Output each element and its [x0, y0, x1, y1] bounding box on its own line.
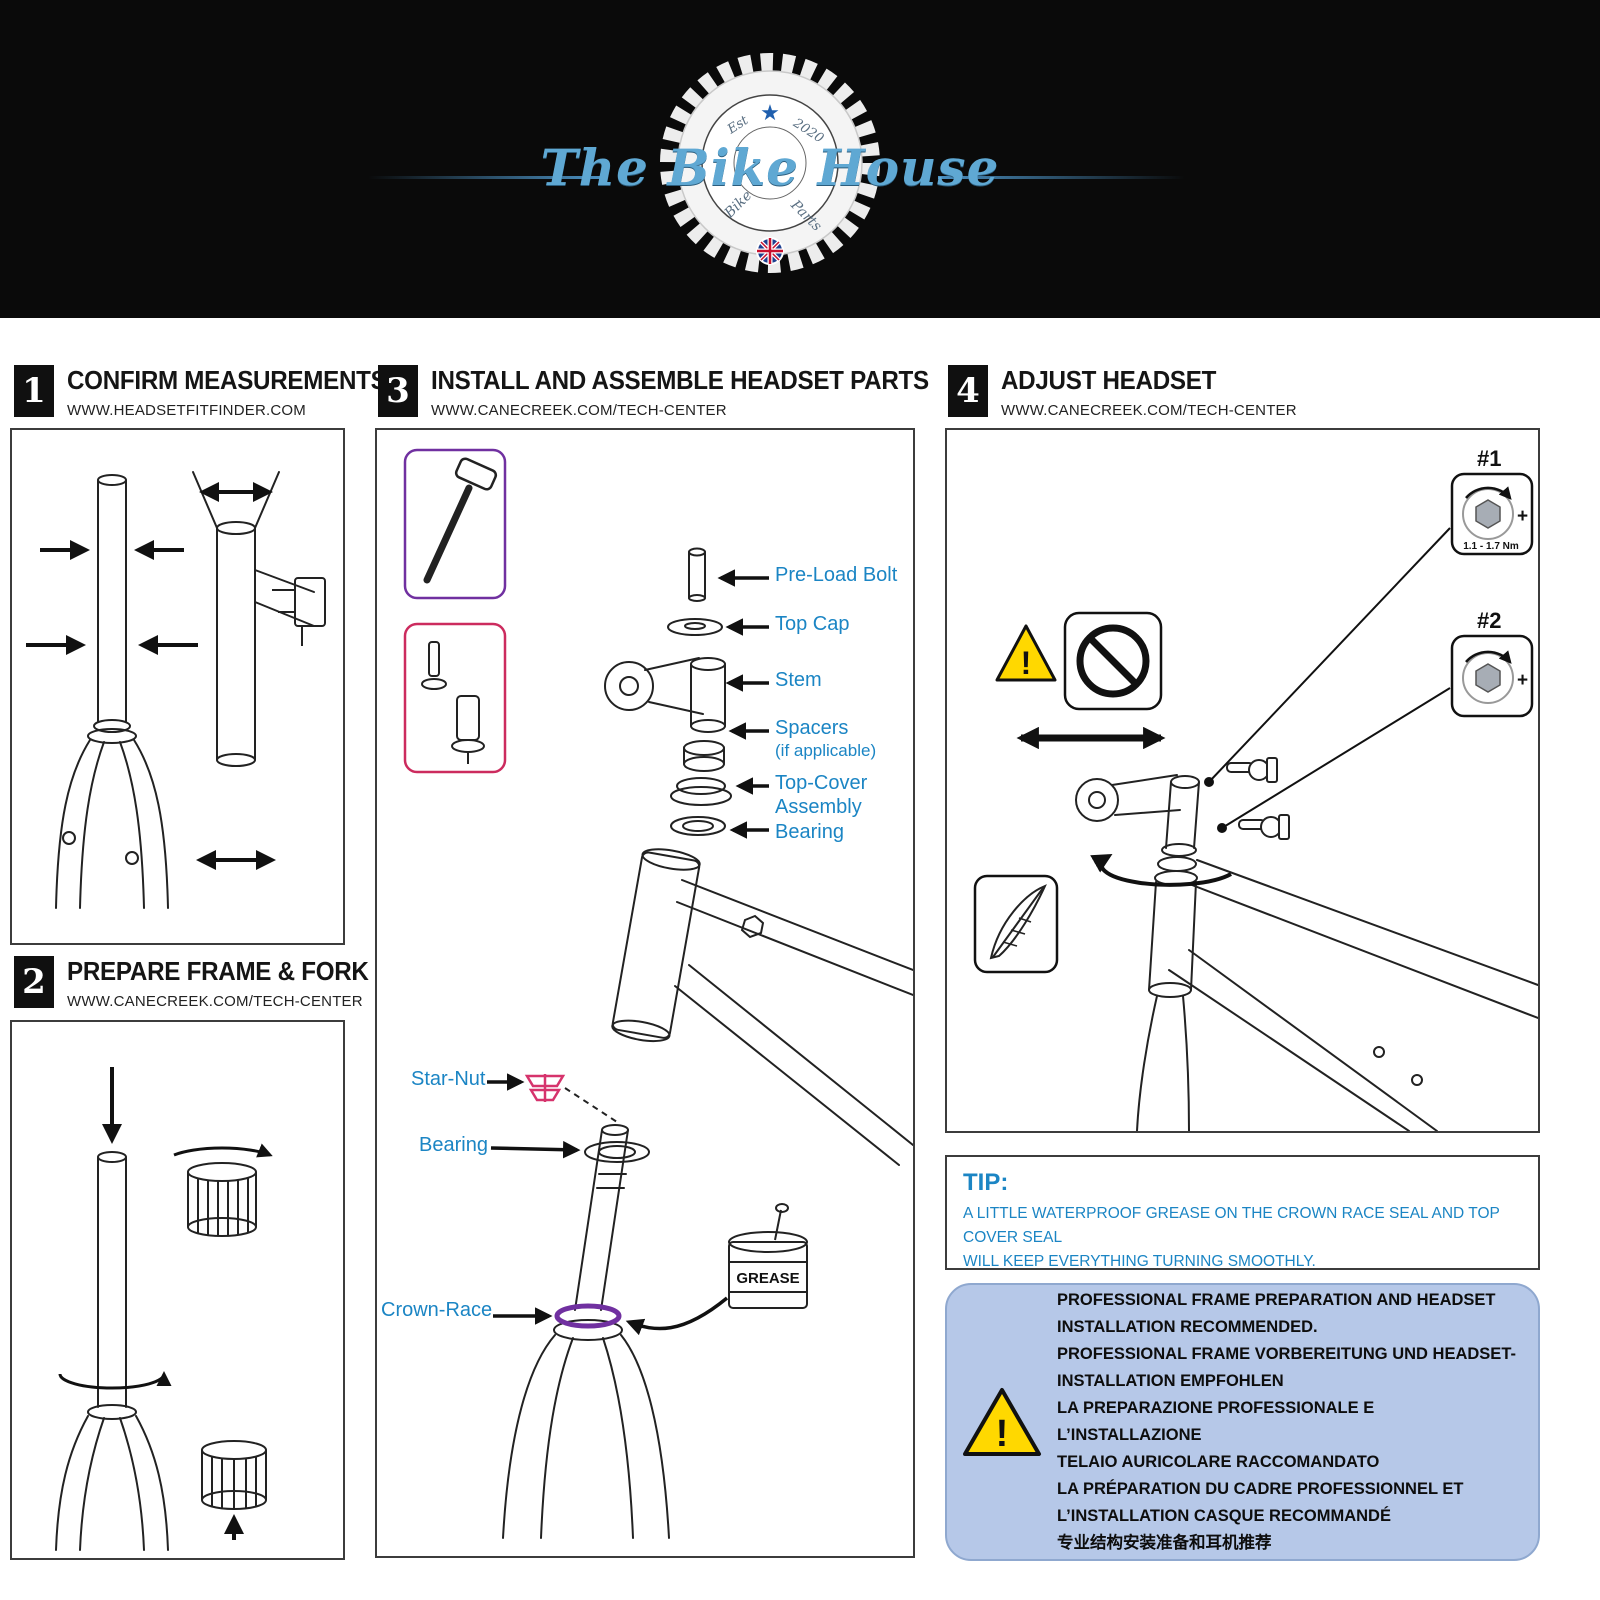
step1-header: 1 CONFIRM MEASUREMENTS WWW.HEADSETFITFIN…: [14, 365, 411, 419]
label-stem: Stem: [775, 669, 822, 691]
tool2-label: #2: [1477, 608, 1501, 633]
rotation-arrow: [1090, 854, 1232, 887]
label-spacers: Spacers: [775, 717, 849, 739]
svg-text:+: +: [1517, 670, 1528, 691]
crown-race-part: [554, 1303, 622, 1329]
tip-title: TIP:: [963, 1169, 1009, 1196]
brand-title: The Bike House: [540, 138, 1000, 197]
rotation-arrow: [173, 1143, 273, 1158]
grease-can-icon: [728, 1203, 808, 1309]
step4-number: 4: [948, 365, 988, 417]
banner: ★ Est 2020 Bike Parts The Bike House: [0, 0, 1600, 318]
label-crown-race: Crown-Race: [381, 1299, 493, 1321]
svg-text:+: +: [1517, 506, 1528, 527]
gear-logo-icon: ★ Est 2020 Bike Parts: [660, 53, 880, 273]
notice-line: TELAIO AURICOLARE RACCOMANDATO: [1057, 1453, 1380, 1471]
hex-tool-2-icon: +: [1450, 634, 1534, 718]
star-nut-tool-icon: [421, 641, 485, 764]
step1-url: WWW.HEADSETFITFINDER.COM: [67, 402, 306, 419]
notice-line: LA PRÉPARATION DU CADRE PROFESSIONNEL ET: [1057, 1480, 1464, 1498]
label-star-nut: Star-Nut: [411, 1068, 486, 1090]
label-top-cover-1: Top-Cover: [775, 772, 868, 794]
step3-url: WWW.CANECREEK.COM/TECH-CENTER: [431, 402, 727, 419]
caliper-icon: [272, 577, 326, 646]
notice-line: LA PREPARAZIONE PROFESSIONALE E L’INSTAL…: [1057, 1399, 1375, 1444]
step1-number: 1: [14, 365, 54, 417]
measurement-arrows: [26, 482, 276, 870]
step2-title: PREPARE FRAME & FORK: [67, 956, 369, 986]
step3-panel: GREASE Pre-Load Bolt Top Cap Stem Spacer…: [375, 428, 915, 1558]
step1-panel: [10, 428, 345, 945]
pointing-hand-icon: [1226, 757, 1278, 783]
tool1-torque: 1.1 - 1.7 Nm: [1463, 541, 1519, 552]
step1-title: CONFIRM MEASUREMENTS: [67, 365, 387, 395]
label-bearing-upper: Bearing: [775, 821, 844, 843]
step2-number: 2: [14, 956, 54, 1008]
step4-url: WWW.CANECREEK.COM/TECH-CENTER: [1001, 402, 1297, 419]
notice-line: 专业结构安装准备和耳机推荐: [1057, 1534, 1272, 1552]
grease-arrow: [625, 1296, 729, 1336]
professional-notice: ! PROFESSIONAL FRAME PREPARATION AND HEA…: [945, 1283, 1540, 1561]
star-nut-tool-box: [403, 622, 507, 774]
grease-can-label: GREASE: [736, 1270, 799, 1287]
tool1-label: #1: [1477, 446, 1501, 471]
step4-header: 4 ADJUST HEADSET WWW.CANECREEK.COM/TECH-…: [948, 365, 1297, 419]
step3-header: 3 INSTALL AND ASSEMBLE HEADSET PARTS WWW…: [378, 365, 966, 419]
fork-steerer-drawing: [55, 474, 169, 909]
notice-text: PROFESSIONAL FRAME PREPARATION AND HEADS…: [1057, 1287, 1520, 1557]
crown-race-setter-icon: [187, 1162, 257, 1237]
label-top-cap: Top Cap: [775, 613, 850, 635]
star-icon: ★: [760, 100, 780, 125]
step3-diagram: GREASE: [403, 448, 913, 1539]
step2-diagram: [55, 1067, 273, 1551]
crown-race-tool-icon: [201, 1440, 267, 1510]
hex-tool-1-icon: + 1.1 - 1.7 Nm: [1450, 472, 1534, 556]
svg-text:!: !: [1021, 645, 1032, 681]
fork-drawing: [55, 1151, 169, 1551]
banner-line-left: [368, 176, 600, 179]
step2-url: WWW.CANECREEK.COM/TECH-CENTER: [67, 993, 363, 1010]
uk-flag-icon: [756, 237, 784, 265]
exploded-parts-drawing: [604, 547, 732, 836]
step2-header: 2 PREPARE FRAME & FORK WWW.CANECREEK.COM…: [14, 956, 391, 1010]
svg-text:!: !: [996, 1413, 1009, 1455]
step2-panel: [10, 1020, 345, 1560]
notice-line: L’INSTALLATION CASQUE RECOMMANDÉ: [1057, 1507, 1391, 1525]
warning-triangle-icon: !: [995, 624, 1057, 682]
step3-number: 3: [378, 365, 418, 417]
tip-text-line2: WILL KEEP EVERYTHING TURNING SMOOTHLY.: [963, 1253, 1316, 1271]
label-top-cover-2: Assembly: [775, 796, 862, 818]
star-nut-part: [524, 1074, 566, 1102]
rotation-arrow: [58, 1371, 172, 1390]
frame-drawing: [611, 848, 913, 1166]
notice-line: INSTALLATION EMPFOHLEN: [1057, 1372, 1284, 1390]
notice-line: PROFESSIONAL FRAME PREPARATION AND HEADS…: [1057, 1291, 1496, 1309]
feather-icon: [973, 874, 1059, 974]
step1-diagram: [26, 471, 326, 909]
hammer-tool-icon: [423, 457, 498, 584]
label-arrows: [487, 569, 769, 1325]
pointing-hand-icon: [1238, 814, 1290, 840]
warning-triangle-icon: !: [963, 1388, 1041, 1456]
banner-line-right: [938, 176, 1185, 179]
label-spacers-note: (if applicable): [775, 741, 877, 760]
tip-box: TIP: A LITTLE WATERPROOF GREASE ON THE C…: [945, 1155, 1540, 1270]
notice-line: PROFESSIONAL FRAME VORBEREITUNG UND HEAD…: [1057, 1345, 1516, 1363]
tip-text-line1: A LITTLE WATERPROOF GREASE ON THE CROWN …: [963, 1205, 1500, 1247]
step4-title: ADJUST HEADSET: [1001, 365, 1217, 395]
tool-connector-lines: [1204, 527, 1451, 833]
hammer-tool-box: [403, 448, 507, 600]
fork-steerer-drawing: [502, 1124, 670, 1539]
star-nut-guide-line: [564, 1087, 618, 1123]
step4-diagram: ! #1 + 1.1 - 1.7 Nm #2: [973, 446, 1538, 1131]
step4-panel: ! #1 + 1.1 - 1.7 Nm #2: [945, 428, 1540, 1133]
headset-assembly-drawing: [1075, 774, 1538, 1131]
press-arrows: [102, 1067, 244, 1540]
label-bearing-lower: Bearing: [419, 1134, 488, 1156]
step3-title: INSTALL AND ASSEMBLE HEADSET PARTS: [431, 365, 929, 395]
label-pre-load-bolt: Pre-Load Bolt: [775, 564, 898, 586]
prohibition-icon: [1063, 611, 1163, 711]
notice-line: INSTALLATION RECOMMENDED.: [1057, 1318, 1318, 1336]
logo: ★ Est 2020 Bike Parts: [645, 38, 895, 288]
